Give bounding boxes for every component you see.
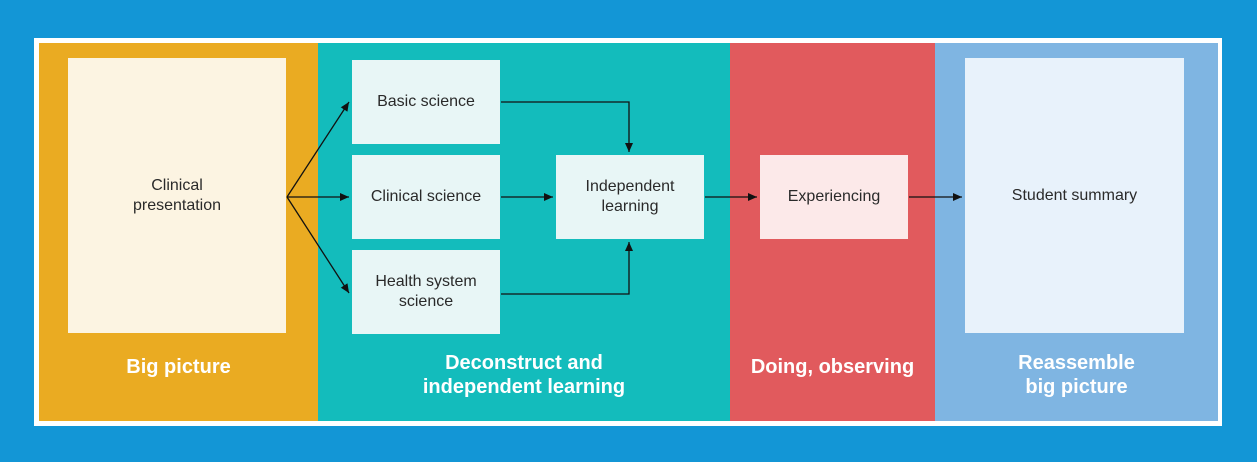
student-summary-label: Student summary [1011,186,1138,204]
caption-big-picture: Big picture [39,355,318,379]
experiencing-label: Experiencing [787,188,881,205]
experiencing-box: Experiencing [760,155,908,239]
arrow-basic-to-independent [501,101,633,152]
arrow-health-to-independent [501,242,633,295]
clinical-presentation-label: Clinical presentation [132,176,222,214]
clinical-presentation-box: Clinical presentation [68,58,286,333]
health-system-science-label: Health system science [375,273,477,310]
basic-science-label: Basic science [377,93,475,110]
caption-big-picture-text: Big picture [126,356,231,378]
caption-reassemble-line2: big picture [1025,376,1128,398]
caption-deconstruct-line1: Deconstruct and [445,352,603,374]
clinical-science-box: Clinical science [352,155,500,239]
caption-deconstruct-line2: independent learning [422,376,626,398]
arrow-to-health-system-science [286,196,350,294]
clinical-science-label: Clinical science [370,188,482,205]
caption-deconstruct: Deconstruct and independent learning [318,351,730,399]
arrow-to-basic-science [286,101,350,198]
student-summary-box: Student summary [965,58,1184,333]
caption-doing-observing-text: Doing, observing [750,356,915,378]
caption-reassemble: Reassemble big picture [935,351,1218,399]
independent-learning-label: Independent learning [585,178,675,215]
independent-learning-box: Independent learning [556,155,704,239]
caption-reassemble-line1: Reassemble [1018,352,1135,374]
basic-science-box: Basic science [352,60,500,144]
health-system-science-box: Health system science [352,250,500,334]
caption-doing-observing: Doing, observing [730,355,935,379]
